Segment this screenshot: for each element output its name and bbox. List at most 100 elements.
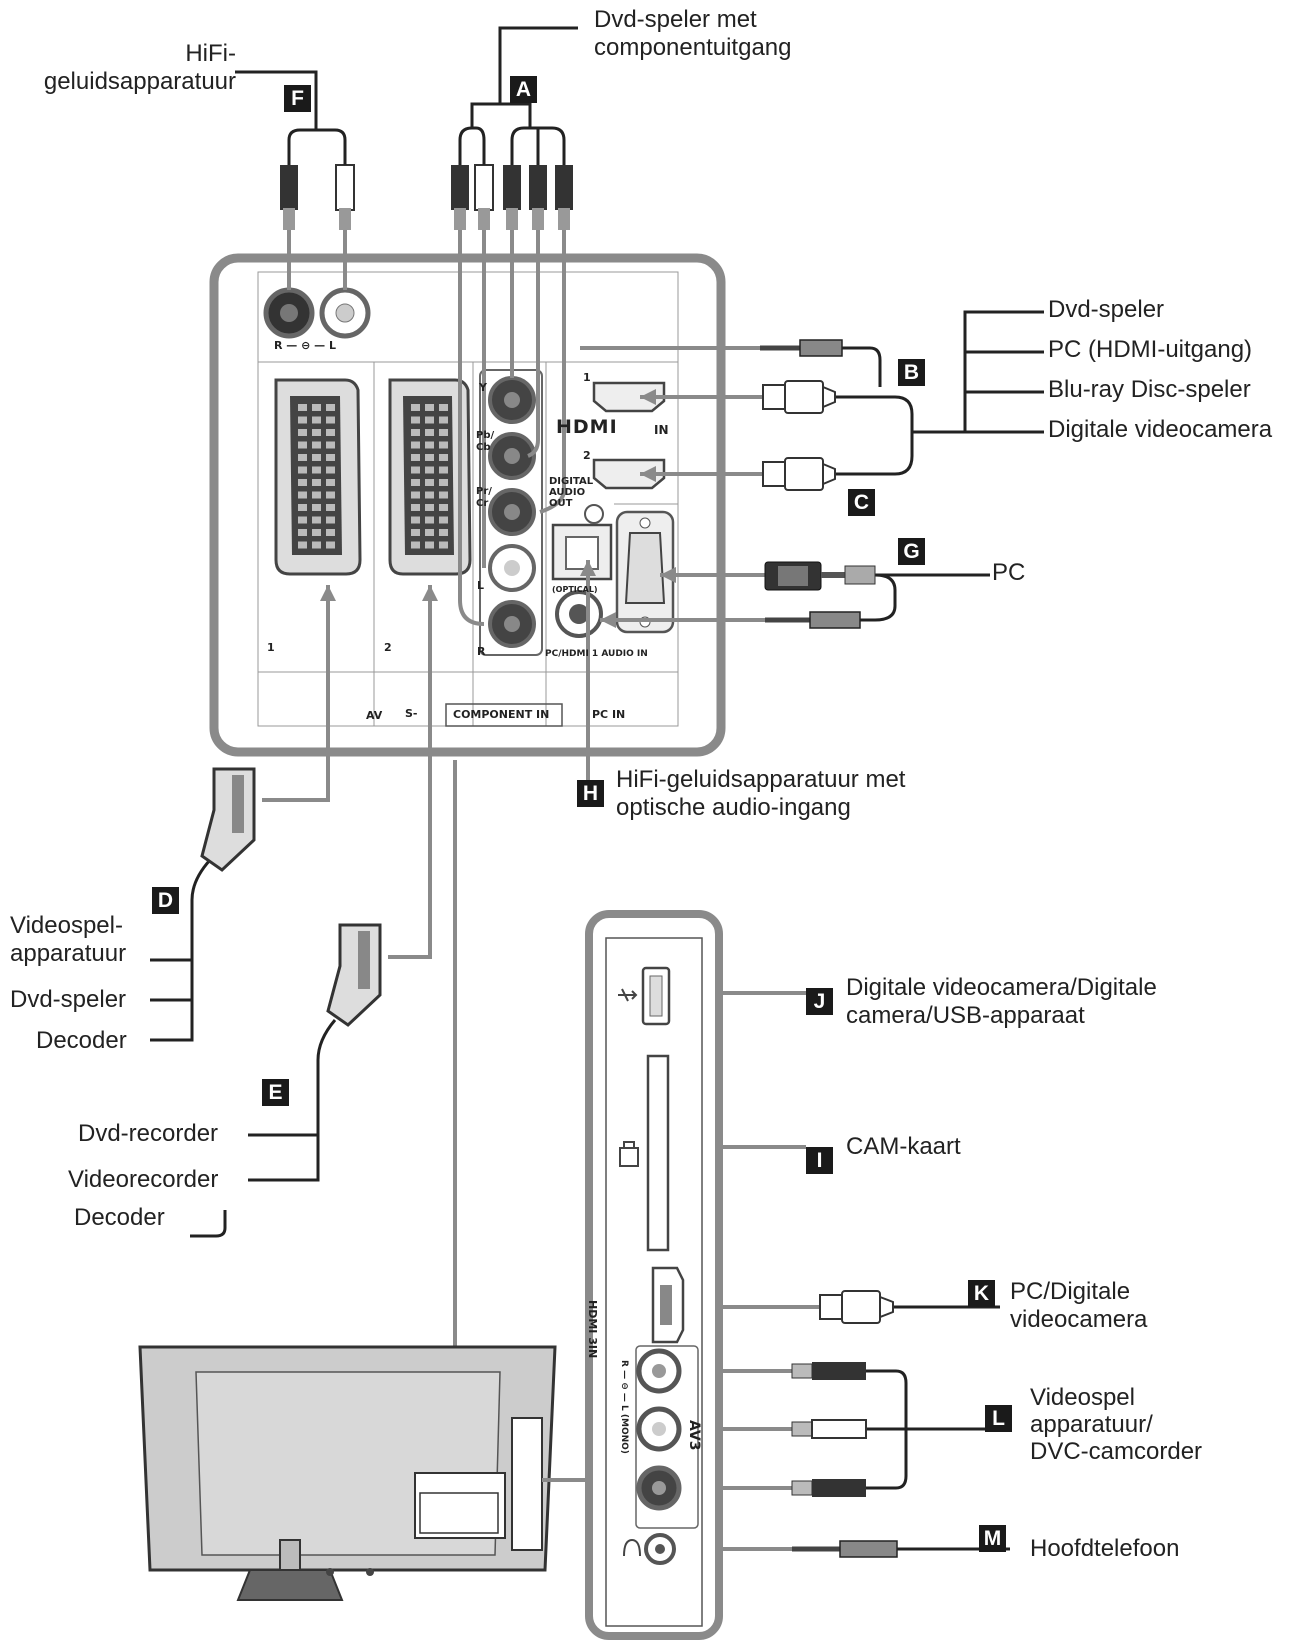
rca-plugs-side (791, 1362, 867, 1497)
scart-pin (425, 516, 434, 524)
scart-pin (298, 441, 307, 449)
hdmi-logo: HDMI (556, 416, 618, 438)
scart-pin (411, 404, 420, 411)
scart-pin (425, 529, 434, 536)
label-f: HiFi- geluidsapparatuur (43, 40, 236, 95)
scart-pin (439, 404, 448, 411)
pc-audio-in-jack (555, 590, 603, 638)
cable-bundles (150, 26, 1044, 1551)
scart-pin (411, 491, 420, 499)
mono-label: R — ⊖ — L (MONO) (619, 1360, 629, 1454)
scart1-device-1: Videospel- apparatuur (10, 912, 127, 967)
minijack-plugs (760, 339, 898, 1558)
scart-pin (298, 491, 307, 499)
scart-pin (312, 479, 321, 486)
scart-pin (326, 429, 335, 436)
component-in-label: COMPONENT IN (453, 708, 550, 721)
badge-c: C (848, 489, 875, 516)
scart-pin (425, 416, 434, 424)
scart-pin (411, 529, 420, 536)
badge-f: F (284, 85, 311, 112)
scart-pin (425, 541, 434, 549)
scart-2-number: 2 (384, 641, 392, 654)
audio-r-label: R (477, 645, 486, 658)
scart-pin (312, 516, 321, 524)
s-video-label: S- (405, 707, 418, 720)
scart-pin (425, 479, 434, 486)
scart-pin (312, 541, 321, 549)
hdmi-device-4: Digitale videocamera (1048, 416, 1273, 443)
scart-pin (411, 429, 420, 436)
hdmi-3-in-label: HDMI 3IN (586, 1300, 599, 1359)
scart-pin (326, 491, 335, 499)
label-m: Hoofdtelefoon (1030, 1535, 1180, 1562)
cam-slot[interactable] (646, 1054, 670, 1252)
scart-pin (326, 479, 335, 486)
scart-pin (298, 516, 307, 524)
scart1-device-3: Decoder (36, 1027, 127, 1054)
pc-in-label: PC IN (592, 708, 626, 721)
scart-pin (326, 529, 335, 536)
label-j: Digitale videocamera/Digitale camera/USB… (846, 974, 1157, 1029)
scart2-device-2: Videorecorder (68, 1166, 219, 1193)
vga-port[interactable] (615, 510, 675, 634)
component-pb-label: Pb/ Cb (476, 430, 495, 453)
scart-pin (312, 416, 321, 424)
headphone-jack (644, 1533, 676, 1565)
label-g: PC (992, 559, 1026, 586)
scart-pin (425, 504, 434, 511)
scart-pin (298, 479, 307, 486)
rca-plugs-top (280, 164, 573, 230)
scart-pin (298, 404, 307, 411)
scart-pin (439, 454, 448, 461)
hdmi-device-2: PC (HDMI-uitgang) (1048, 336, 1253, 363)
badge-l: L (985, 1405, 1012, 1432)
av3-label: AV3 (686, 1420, 702, 1451)
badge-b: B (898, 359, 925, 386)
scart-plug-d (200, 767, 256, 872)
hdmi-device-1: Dvd-speler (1048, 296, 1165, 323)
scart-pin (312, 404, 321, 411)
scart-pin (439, 416, 448, 424)
scart-pin (326, 441, 335, 449)
scart-pin (425, 404, 434, 411)
scart-pin (298, 541, 307, 549)
hdmi-2-label: 2 (583, 449, 591, 462)
scart-pin (326, 404, 335, 411)
scart-pin (425, 441, 434, 449)
audio-out-jacks (263, 287, 371, 339)
scart-pin (326, 504, 335, 511)
audio-l-label: L (477, 579, 485, 592)
hdmi-ports[interactable] (592, 381, 666, 490)
audio-out-rl-label: R — ⊖ — L (274, 339, 337, 352)
scart-pin (439, 466, 448, 474)
usb-port[interactable] (641, 966, 671, 1026)
scart-pin (312, 441, 321, 449)
component-y-label: Y (479, 381, 487, 394)
scart-pin (439, 504, 448, 511)
scart-pin (439, 479, 448, 486)
scart-pin (411, 441, 420, 449)
badge-j: J (806, 988, 833, 1015)
badge-e: E (262, 1079, 289, 1106)
scart-pin (298, 416, 307, 424)
scart-pin (312, 466, 321, 474)
digital-audio-out-label: DIGITAL AUDIO OUT (549, 476, 594, 509)
label-h: HiFi-geluidsapparatuur met optische audi… (616, 766, 906, 821)
scart-pin (425, 429, 434, 436)
scart-pin (298, 529, 307, 536)
scart-pin (326, 454, 335, 461)
scart2-device-3: Decoder (74, 1204, 165, 1231)
hdmi-device-3: Blu-ray Disc-speler (1048, 376, 1251, 403)
scart-pin (298, 454, 307, 461)
tv-back (138, 1345, 588, 1601)
scart-pin (411, 454, 420, 461)
scart-pin (411, 479, 420, 486)
scart-pins (411, 404, 448, 549)
hdmi-3-port[interactable] (651, 1266, 685, 1344)
scart-pin (326, 516, 335, 524)
scart-pin (439, 441, 448, 449)
scart-pin (326, 466, 335, 474)
scart-pin (411, 541, 420, 549)
headphone-icon (623, 1538, 641, 1557)
